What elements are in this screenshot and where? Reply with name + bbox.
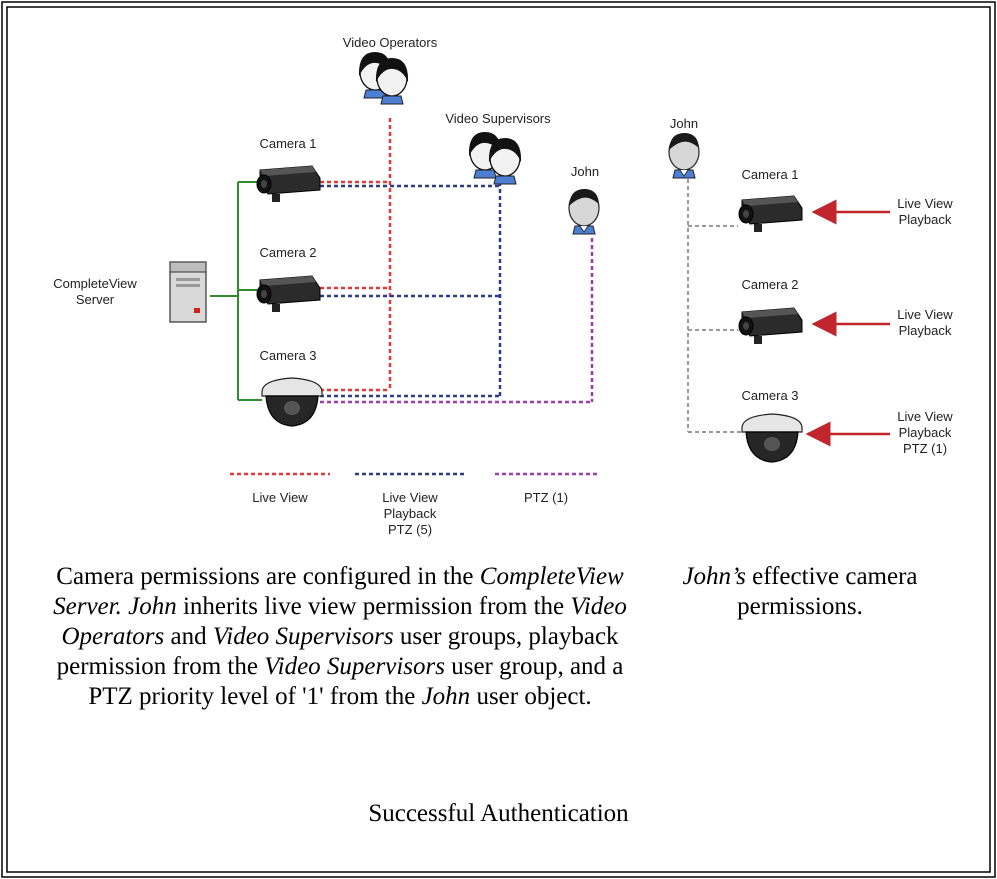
dome-camera-icon [741,413,803,463]
ptz-links [320,238,594,404]
camera-label-2: Camera 2 [259,245,316,260]
permissions-diagram: Video Operators Video Supervisors John C… [53,35,953,537]
effective-links [687,172,742,433]
caption-text: user groups, playback permission from th… [56,623,619,680]
label-line: Playback [899,425,952,440]
caption-emphasis: Video Operators [61,593,627,650]
legend-label-live-view: Live View [252,490,308,505]
group-label-operators: Video Operators [343,35,438,50]
effective-user-label: John [670,116,698,131]
figure-caption: Successful Authentication [368,800,629,827]
camera-label-1: Camera 1 [259,136,316,151]
camera-icon [256,275,321,313]
supervisor-links [320,182,502,398]
camera-icon [738,307,803,345]
label-line: Live View [897,196,953,211]
label-line: PTZ (1) [903,441,947,456]
caption-emphasis: John’s [682,563,746,590]
camera-icon [738,195,803,233]
caption-emphasis: John [128,593,177,620]
server-camera-links [210,181,262,401]
label-line: Live View [897,307,953,322]
caption-left: Camera permissions are configured in the… [40,562,640,712]
caption-emphasis: John [421,683,471,710]
user-icon [568,188,600,235]
group-label-john: John [571,164,599,179]
label-line: CompleteView [53,276,137,291]
label-line: Playback [899,323,952,338]
effective-camera-label-3: Camera 3 [741,388,798,403]
caption-text: effective camera permissions. [737,563,918,620]
live-view-links [320,118,392,392]
caption-right: John’s effective camera permissions. [650,562,950,622]
caption-emphasis: CompleteView Server. [53,563,624,620]
caption-emphasis: Video Supervisors [264,653,445,680]
server-icon [169,261,207,323]
label-line: Playback [899,212,952,227]
label-line: PTZ (1) [524,490,568,505]
caption-text: inherits live view permission from the [176,593,571,620]
caption-emphasis: Video Supervisors [212,623,394,650]
label-line: Live View [252,490,308,505]
label-line: PTZ (5) [388,522,432,537]
caption-text: user object. [470,683,592,710]
caption-text: user group, and a PTZ priority level of … [88,653,624,710]
user-icon [668,132,700,179]
legend-label-ptz: PTZ (1) [524,490,568,505]
dome-camera-icon [261,377,323,427]
camera-icon [256,165,321,203]
label-line: Playback [384,506,437,521]
label-line: Server [76,292,115,307]
caption-text: and [164,623,213,650]
group-label-supervisors: Video Supervisors [445,111,551,126]
caption-text: Camera permissions are configured in the [56,563,480,590]
effective-camera-label-2: Camera 2 [741,277,798,292]
label-line: Live View [382,490,438,505]
label-line: Live View [897,409,953,424]
effective-camera-label-1: Camera 1 [741,167,798,182]
camera-label-3: Camera 3 [259,348,316,363]
